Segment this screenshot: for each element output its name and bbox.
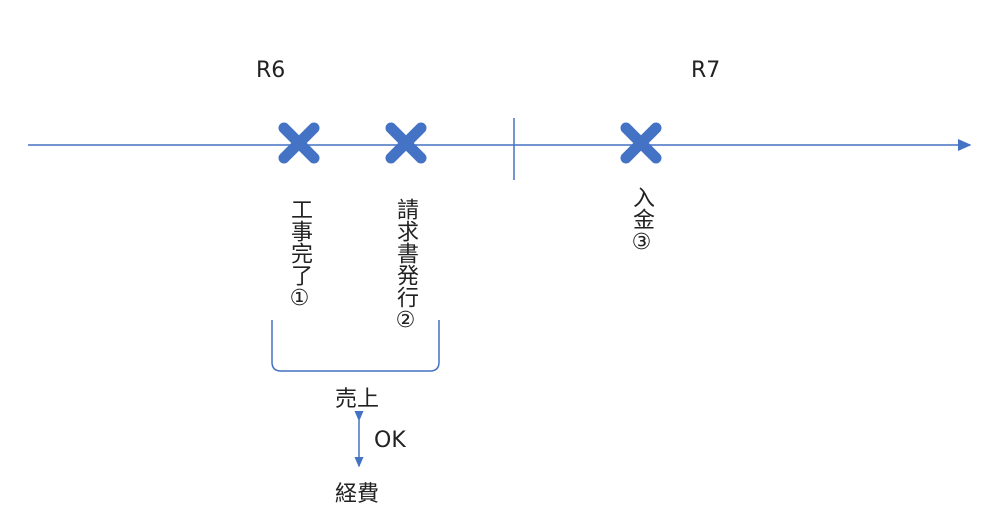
x-marker-payment	[620, 122, 662, 164]
event-label-payment: 入金③	[629, 186, 654, 255]
period-label-left: R6	[256, 58, 286, 83]
ok-label: OK	[374, 428, 406, 453]
event-label-completion: 工事完了①	[287, 198, 312, 311]
expenses-label: 経費	[335, 482, 380, 507]
x-marker-invoice	[385, 122, 427, 164]
sales-bracket	[271, 320, 440, 372]
x-marker-completion	[278, 122, 320, 164]
event-label-invoice: 請求書発行②	[393, 198, 418, 333]
sales-label: 売上	[335, 387, 380, 412]
period-label-right: R7	[691, 58, 721, 83]
